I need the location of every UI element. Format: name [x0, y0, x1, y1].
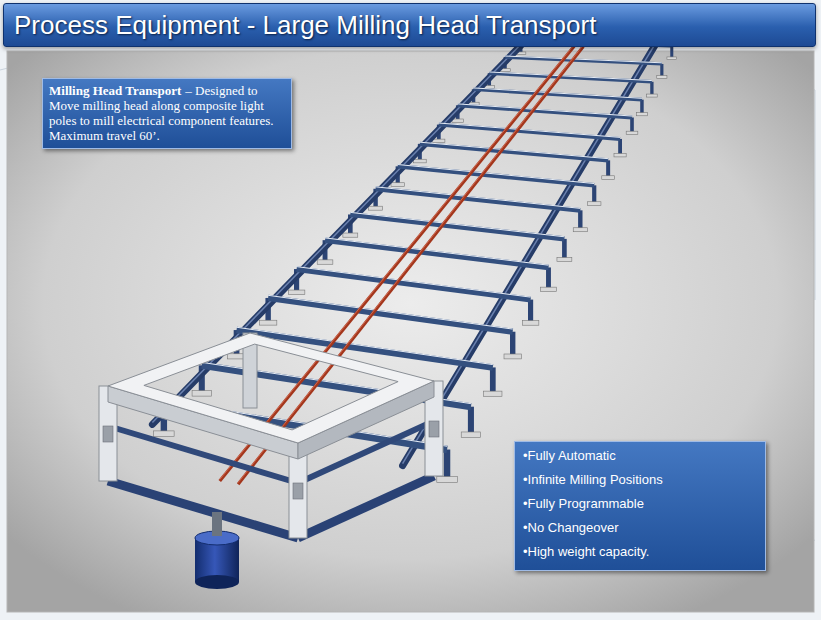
frame-foot [452, 119, 464, 122]
carriage-base [108, 481, 298, 538]
cross-member [439, 125, 620, 139]
frame-foot [573, 228, 587, 232]
frame-foot [413, 159, 426, 163]
frame-foot [602, 176, 615, 180]
cross-member [297, 269, 531, 300]
frame-leg [490, 367, 496, 392]
callout-heading: Milling Head Transport [49, 83, 181, 98]
cross-member [398, 166, 595, 185]
cross-highlight [325, 238, 548, 265]
cross-highlight [439, 123, 620, 137]
frame-leg [578, 210, 582, 228]
frame-foot [259, 320, 276, 325]
frame-foot [154, 431, 175, 437]
feature-bullet: •Fully Programmable [523, 492, 757, 516]
panel-ground [7, 51, 814, 612]
carriage-block [103, 426, 113, 442]
frame-leg [510, 332, 515, 355]
motor-base [195, 575, 239, 589]
frame-foot [636, 113, 647, 116]
frame-foot [541, 287, 557, 291]
frame-leg [528, 300, 533, 322]
frame-leg [444, 450, 450, 478]
frame-foot [588, 202, 601, 206]
cross-member [489, 73, 652, 82]
cross-highlight [350, 212, 564, 236]
cross-highlight [474, 88, 642, 98]
cross-member [376, 189, 581, 211]
frame-leg [670, 46, 673, 58]
carriage-top [108, 333, 434, 443]
feature-bullet: •No Changeover [523, 516, 757, 540]
feature-bullet: •Infinite Milling Positions [523, 468, 757, 492]
cross-highlight [420, 142, 608, 159]
frame-foot [192, 391, 211, 396]
frame-leg [606, 160, 610, 176]
cross-member [474, 89, 642, 99]
cross-member [505, 57, 662, 64]
description-callout: Milling Head Transport– Designed to Move… [42, 78, 292, 149]
frame-leg [592, 185, 596, 202]
callout-paragraph: Milling Head Transport– Designed to Move… [49, 83, 285, 143]
frame-foot [504, 354, 521, 359]
frame-foot [288, 290, 305, 295]
cross-highlight [458, 104, 632, 116]
carriage-block [429, 421, 439, 437]
frame-foot [647, 94, 658, 97]
frame-leg [650, 82, 653, 95]
frame-leg [546, 267, 551, 288]
title-bar: Process Equipment - Large Milling Head T… [3, 3, 816, 47]
cross-member [350, 214, 564, 238]
frame-foot [317, 260, 333, 264]
cross-member [268, 298, 513, 332]
carriage-block [293, 483, 303, 499]
cross-member [420, 144, 608, 161]
frame-foot [369, 206, 383, 210]
frame-foot [343, 233, 358, 237]
frame-foot [626, 131, 638, 134]
feature-bullet: •High weight capacity. [523, 540, 757, 564]
cross-highlight [376, 187, 581, 209]
frame-foot [657, 75, 667, 78]
cross-member [325, 240, 548, 267]
cross-highlight [398, 165, 595, 184]
frame-leg [468, 407, 474, 433]
frame-foot [614, 153, 626, 156]
cross-highlight [268, 295, 513, 329]
frame-foot [667, 57, 677, 60]
feature-list: •Fully Automatic•Infinite Milling Positi… [514, 441, 766, 571]
cross-highlight [505, 56, 662, 63]
frame-leg [630, 117, 634, 132]
motor-shaft [212, 512, 222, 536]
cross-highlight [489, 72, 652, 81]
frame-foot [557, 257, 572, 261]
frame-leg [660, 64, 663, 77]
frame-leg [640, 100, 643, 114]
title-text: Process Equipment - Large Milling Head T… [14, 10, 596, 41]
frame-leg [618, 139, 622, 155]
frame-foot [433, 139, 445, 142]
frame-foot [437, 477, 458, 483]
cross-member [458, 105, 632, 117]
frame-foot [391, 183, 404, 187]
frame-foot [522, 321, 539, 326]
carriage-face [108, 386, 298, 459]
cross-highlight [297, 267, 531, 298]
frame-leg [562, 239, 567, 259]
feature-bullet: •Fully Automatic [523, 444, 757, 468]
frame-foot [461, 432, 480, 437]
carriage-base [298, 476, 434, 538]
frame-foot [484, 391, 502, 396]
